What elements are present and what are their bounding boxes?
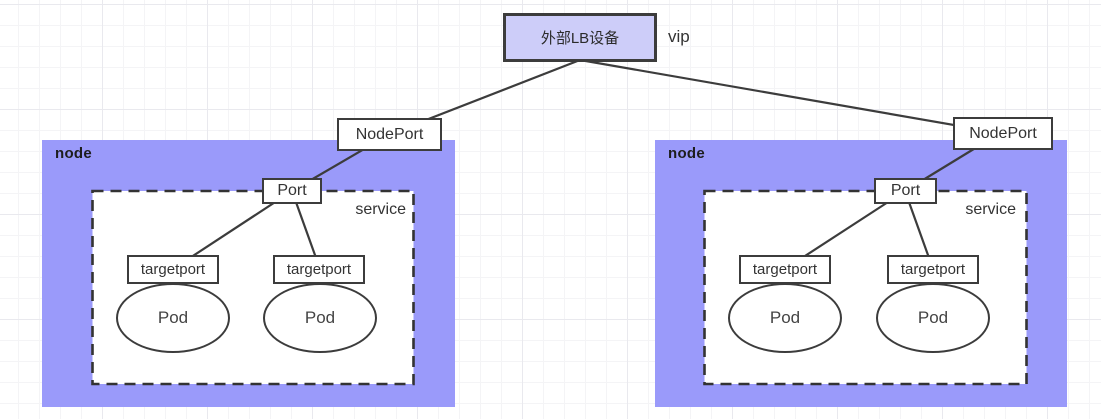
pod-ellipse: Pod [263, 283, 377, 353]
node-label: node [55, 145, 93, 162]
port-label: Port [890, 182, 921, 199]
pod-ellipse: Pod [728, 283, 842, 353]
pod-label: Pod [769, 308, 801, 327]
nodeport-label: NodePort [969, 124, 1037, 142]
nodeport-box-left: NodePort [337, 118, 442, 151]
targetport-label: targetport [140, 261, 206, 278]
external-lb-box: 外部LB设备 [503, 13, 657, 62]
targetport-label: targetport [900, 261, 966, 278]
port-box-left: Port [262, 178, 322, 204]
service-label-left: service [355, 201, 406, 218]
nodeport-label: NodePort [355, 125, 424, 143]
targetport-label: targetport [286, 261, 352, 278]
pod-label: Pod [157, 308, 189, 327]
vip-label: vip [668, 27, 690, 46]
pod-label: Pod [917, 308, 949, 327]
pod-ellipse: Pod [876, 283, 990, 353]
service-label-right: service [965, 201, 1016, 218]
node-container-left: node [42, 140, 455, 407]
pod-label: Pod [304, 308, 336, 327]
targetport-label: targetport [752, 261, 818, 278]
port-box-right: Port [874, 178, 937, 204]
targetport-box: targetport [273, 255, 365, 284]
nodeport-box-right: NodePort [953, 117, 1053, 150]
node-container-right: node [655, 140, 1067, 407]
node-label: node [668, 145, 706, 162]
pod-ellipse: Pod [116, 283, 230, 353]
targetport-box: targetport [887, 255, 979, 284]
edge-lb-to-nodeport-right [579, 58, 1001, 135]
targetport-box: targetport [127, 255, 219, 284]
external-lb-label: 外部LB设备 [540, 30, 620, 47]
port-label: Port [277, 182, 307, 199]
targetport-box: targetport [739, 255, 831, 284]
